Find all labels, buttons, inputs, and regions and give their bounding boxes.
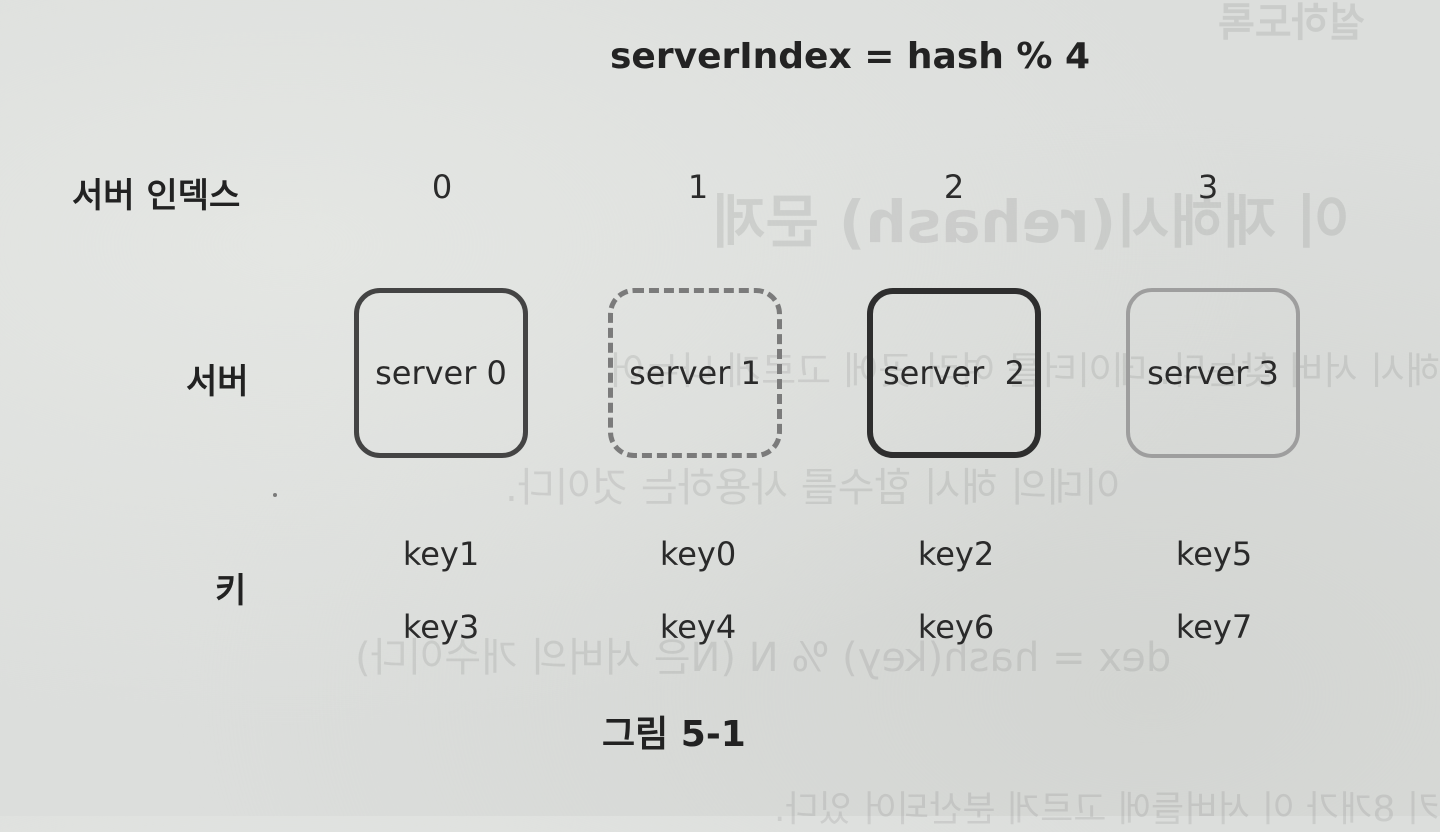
server-box-1: server 1 (608, 288, 782, 458)
bleed-through-text: 이 재해시(rehash) 문제 (712, 188, 1350, 256)
row-label-key: 키 (215, 571, 247, 611)
key-label: key3 (402, 608, 480, 646)
server-index-1: 1 (687, 168, 709, 206)
key-label: key2 (917, 535, 995, 573)
server-box-0: server 0 (354, 288, 528, 458)
bleed-through-text: 키 8개가 이 서버들에 고르게 분산되어 있다. (773, 789, 1440, 830)
row-label-server-index: 서버 인덱스 (72, 176, 241, 216)
row-label-server: 서버 (186, 362, 249, 402)
key-label: key1 (402, 535, 480, 573)
server-index-3: 3 (1197, 168, 1219, 206)
key-label: key7 (1175, 608, 1253, 646)
server-box-2: server 2 (867, 288, 1041, 458)
bleed-through-text: 이데의 해시 함수를 사용하는 것이다. (505, 465, 1121, 511)
key-label: key4 (659, 608, 737, 646)
diagram-title: serverIndex = hash % 4 (610, 36, 1091, 77)
server-index-2: 2 (943, 168, 965, 206)
key-label: key5 (1175, 535, 1253, 573)
server-box-3: server 3 (1126, 288, 1300, 458)
key-label: key0 (659, 535, 737, 573)
paper-speck (273, 493, 277, 497)
server-label-1: server 1 (629, 354, 761, 392)
server-label-0: server 0 (375, 354, 507, 392)
server-index-0: 0 (431, 168, 453, 206)
key-label: key6 (917, 608, 995, 646)
figure-caption: 그림 5-1 (602, 714, 746, 755)
server-label-3: server 3 (1147, 354, 1279, 392)
server-label-2: server 2 (883, 354, 1025, 392)
bleed-through-text: 설하도록 (1218, 0, 1366, 46)
